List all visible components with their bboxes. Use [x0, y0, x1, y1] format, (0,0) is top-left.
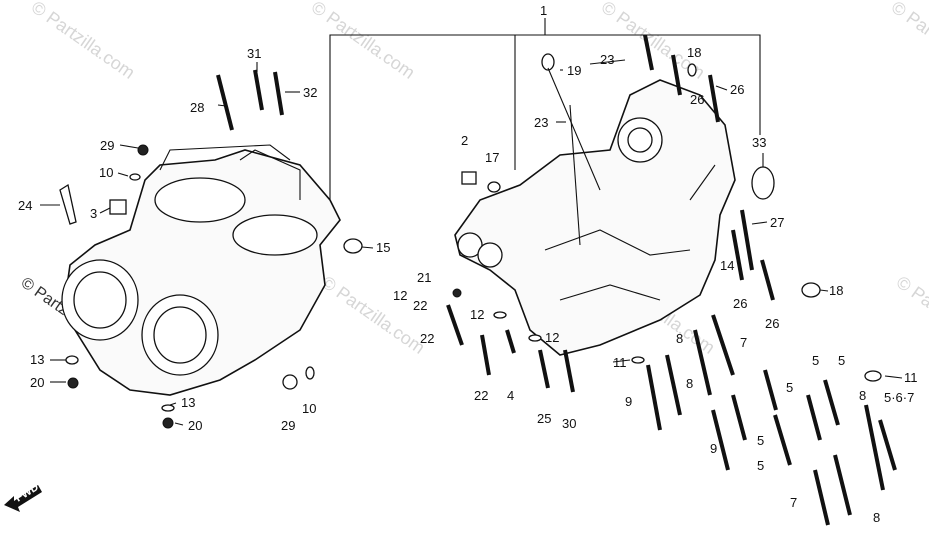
callout-29: 29 — [100, 138, 114, 153]
forward-arrow-icon: FWD — [4, 481, 42, 512]
callout-30: 30 — [562, 416, 576, 431]
callout-4: 4 — [507, 388, 514, 403]
lower-crankcase — [454, 79, 736, 356]
callout-18: 18 — [829, 283, 843, 298]
callout-12: 12 — [393, 288, 407, 303]
callout-22: 22 — [420, 331, 434, 346]
callout-5: 5 — [812, 353, 819, 368]
watermark: © Partzilla.com — [888, 0, 929, 83]
callout-15: 15 — [376, 240, 390, 255]
watermark: © Partzilla.com — [308, 0, 419, 83]
callout-22: 22 — [413, 298, 427, 313]
callout-27: 27 — [770, 215, 784, 230]
callout-14: 14 — [720, 258, 734, 273]
callout-31: 31 — [247, 46, 261, 61]
watermark: © Partzilla.com — [893, 272, 929, 358]
upper-crankcase — [61, 144, 341, 396]
callout-5: 5 — [757, 433, 764, 448]
callout-11: 11 — [613, 355, 627, 370]
callout-33: 33 — [752, 135, 766, 150]
callout-13: 13 — [30, 352, 44, 367]
callout-5: 5 — [757, 458, 764, 473]
callouts: 1 2 3 4 5 5 5 5 5 5·6·7 7 7 8 8 8 8 9 9 … — [18, 3, 918, 525]
callout-23: 23 — [534, 115, 548, 130]
callout-8: 8 — [873, 510, 880, 525]
fasteners — [59, 34, 897, 526]
watermark: © Partzilla.com — [318, 272, 429, 358]
callout-29: 29 — [281, 418, 295, 433]
callout-26: 26 — [730, 82, 744, 97]
callout-12: 12 — [470, 307, 484, 322]
callout-13: 13 — [181, 395, 195, 410]
callout-7: 7 — [790, 495, 797, 510]
callout-5: 5 — [786, 380, 793, 395]
callout-9: 9 — [710, 441, 717, 456]
callout-26: 26 — [733, 296, 747, 311]
callout-2: 2 — [461, 133, 468, 148]
callout-5-6-7: 5·6·7 — [884, 390, 914, 405]
callout-26: 26 — [765, 316, 779, 331]
callout-26: 26 — [690, 92, 704, 107]
callout-8: 8 — [859, 388, 866, 403]
callout-23: 23 — [600, 52, 614, 67]
callout-25: 25 — [537, 411, 551, 426]
callout-9: 9 — [625, 394, 632, 409]
callout-21: 21 — [417, 270, 431, 285]
callout-1: 1 — [540, 3, 547, 18]
callout-22: 22 — [474, 388, 488, 403]
callout-12: 12 — [545, 330, 559, 345]
watermark: © Partzilla.com — [28, 0, 139, 83]
callout-3: 3 — [90, 206, 97, 221]
leader-lines — [40, 59, 903, 426]
callout-10: 10 — [302, 401, 316, 416]
assembly-bracket-1 — [329, 18, 761, 205]
callout-7: 7 — [740, 335, 747, 350]
callout-18: 18 — [687, 45, 701, 60]
callout-11: 11 — [904, 370, 918, 385]
callout-28: 28 — [190, 100, 204, 115]
callout-17: 17 — [485, 150, 499, 165]
callout-5: 5 — [838, 353, 845, 368]
callout-24: 24 — [18, 198, 32, 213]
callout-32: 32 — [303, 85, 317, 100]
callout-20: 20 — [30, 375, 44, 390]
callout-19: 19 — [567, 63, 581, 78]
callout-8: 8 — [686, 376, 693, 391]
callout-8: 8 — [676, 331, 683, 346]
callout-10: 10 — [99, 165, 113, 180]
callout-20: 20 — [188, 418, 202, 433]
